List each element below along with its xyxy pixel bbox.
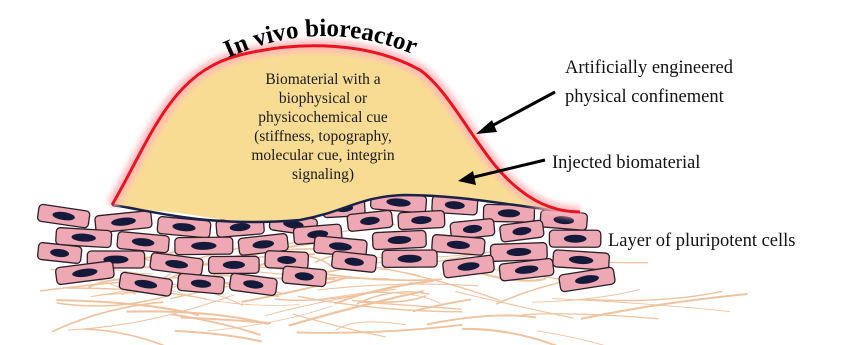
- pluripotent-cell: [499, 220, 544, 242]
- pluripotent-cell: [490, 243, 547, 262]
- pluripotent-cell: [229, 273, 277, 296]
- cell-layer-label: Layer of pluripotent cells: [608, 231, 796, 251]
- pluripotent-cell: [432, 234, 486, 255]
- tissue-fiber: [181, 318, 271, 324]
- confinement-arrow: [476, 92, 555, 134]
- pluripotent-cell: [549, 230, 600, 247]
- tissue-fiber: [175, 331, 262, 342]
- biomaterial-line-1: Biomaterial with a: [265, 71, 380, 88]
- confinement-label-line-2: physical confinement: [565, 87, 725, 107]
- tissue-fiber: [85, 329, 168, 345]
- pluripotent-cell: [37, 204, 90, 228]
- biomaterial-line-2: biophysical or: [279, 90, 368, 107]
- biomaterial-line-3: physicochemical cue: [258, 109, 388, 126]
- pluripotent-cell: [209, 256, 260, 273]
- pluripotent-cell: [499, 258, 554, 281]
- pluripotent-cell: [398, 210, 445, 229]
- tissue-fiber: [336, 322, 406, 330]
- pluripotent-cell: [282, 266, 327, 287]
- pluripotent-cell: [117, 231, 170, 253]
- tissue-fiber: [427, 315, 536, 324]
- tissue-fiber: [413, 299, 471, 311]
- biomaterial-line-6: signaling): [292, 166, 354, 183]
- pluripotent-cell: [177, 273, 225, 294]
- tissue-fiber: [455, 292, 573, 319]
- tissue-fiber: [297, 325, 463, 333]
- injected-biomaterial-label: Injected biomaterial: [552, 153, 700, 173]
- pluripotent-cell: [553, 250, 610, 271]
- tissue-fiber: [462, 329, 570, 345]
- pluripotent-cell: [175, 237, 233, 255]
- pluripotent-cell: [559, 267, 616, 292]
- pluripotent-cell: [372, 230, 426, 249]
- confinement-label-line-1: Artificially engineered: [565, 58, 734, 78]
- pluripotent-cell: [150, 252, 204, 276]
- biomaterial-line-4: (stiffness, topography,: [254, 128, 392, 145]
- biomaterial-line-5: molecular cue, integrin: [251, 147, 395, 164]
- cell-nucleus: [564, 235, 587, 243]
- pluripotent-cell: [382, 250, 437, 267]
